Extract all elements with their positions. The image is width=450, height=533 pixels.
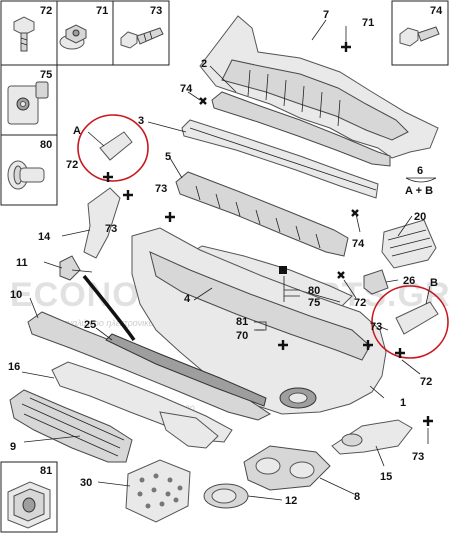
label-1: 1 <box>400 397 406 409</box>
label-71: 71 <box>96 5 108 17</box>
label-80: 80 <box>40 139 52 151</box>
part-16-lower-frame <box>51 361 233 449</box>
part-10-lower-surround <box>27 311 271 421</box>
label-12: 12 <box>285 495 297 507</box>
screw-icon <box>120 27 164 49</box>
label-11: 11 <box>16 257 28 269</box>
part-2-crossmember <box>211 91 391 167</box>
hex-bolt-icon <box>399 26 440 47</box>
part-1-bumper-cover <box>131 227 387 415</box>
label-73: 73 <box>150 5 162 17</box>
fastener-box-74: 74 <box>391 0 449 66</box>
part-15-fog-cover <box>331 419 413 455</box>
label-25: 25 <box>84 319 96 331</box>
label-81: 81 <box>40 465 52 477</box>
highlight-detail-a <box>77 114 149 182</box>
label-75: 75 <box>40 69 52 81</box>
fastener-markers <box>103 42 433 426</box>
label-2: 2 <box>201 58 207 70</box>
marker-80-square <box>279 266 287 274</box>
bolt-icon <box>13 16 35 52</box>
fastener-box-71: 71 <box>56 0 114 66</box>
bracket-b <box>395 301 439 335</box>
label-4: 4 <box>184 293 191 305</box>
part-5-absorber <box>175 171 349 257</box>
label-70: 70 <box>236 330 248 342</box>
fastener-box-75: 75 <box>0 64 58 136</box>
clip-nut-icon <box>7 81 49 125</box>
label-73-right: 73 <box>370 321 382 333</box>
label-30: 30 <box>80 477 92 489</box>
label-20: 20 <box>414 211 426 223</box>
label-72-a: 72 <box>66 159 78 171</box>
label-5: 5 <box>165 151 171 163</box>
label-81-main: 81 <box>236 316 248 328</box>
fastener-box-72: 72 <box>0 0 58 66</box>
label-72-center: 72 <box>354 297 366 309</box>
fastener-box-81: 81 <box>0 461 58 533</box>
part-3-impact-bar <box>181 119 379 199</box>
part-26-clip <box>363 269 389 295</box>
label-72-right: 72 <box>420 376 432 388</box>
label-74: 74 <box>430 5 443 17</box>
fastener-box-80: 80 <box>0 134 58 206</box>
label-14: 14 <box>38 231 51 243</box>
highlight-detail-b <box>371 285 449 359</box>
label-80-main: 80 <box>308 285 320 297</box>
label-73-bracket: 73 <box>105 223 117 235</box>
label-16: 16 <box>8 361 20 373</box>
label-74-main: 74 <box>180 83 193 95</box>
label-8: 8 <box>354 491 360 503</box>
label-10: 10 <box>10 289 22 301</box>
label-75-main: 75 <box>308 297 320 309</box>
part-20-grille-insert <box>381 219 437 269</box>
part-30-fastener-kit <box>125 459 191 523</box>
label-73-upper: 73 <box>155 183 167 195</box>
label-9: 9 <box>10 441 16 453</box>
label-3: 3 <box>138 115 144 127</box>
part-9-lower-grille <box>9 389 133 463</box>
part-25-trim-strip <box>105 333 267 407</box>
bracket-clip-icon <box>7 481 51 529</box>
part-8-fog-bezel <box>243 445 331 491</box>
flange-nut-icon <box>59 24 87 50</box>
leader-lines <box>21 19 437 501</box>
part-7-grille-frame <box>199 15 439 159</box>
label-6: 6 <box>417 165 423 177</box>
label-74-lower: 74 <box>352 238 365 250</box>
fastener-box-73: 73 <box>112 0 170 66</box>
label-26: 26 <box>403 275 415 287</box>
bracket-a <box>99 131 133 161</box>
label-72: 72 <box>40 5 52 17</box>
label-71-main: 71 <box>362 17 374 29</box>
push-rivet-icon <box>7 160 45 190</box>
label-b: B <box>430 277 438 289</box>
part-11-sensor-bracket <box>59 255 136 342</box>
part-12-fog-lamp <box>203 483 249 509</box>
label-a: A <box>73 125 81 137</box>
label-15: 15 <box>380 471 392 483</box>
label-7: 7 <box>323 9 329 21</box>
label-73-fog: 73 <box>412 451 424 463</box>
label-6-sub: A + B <box>405 185 433 197</box>
callouts: 7 71 2 74 3 A 72 5 6 A + B 73 73 14 20 7… <box>8 9 438 507</box>
